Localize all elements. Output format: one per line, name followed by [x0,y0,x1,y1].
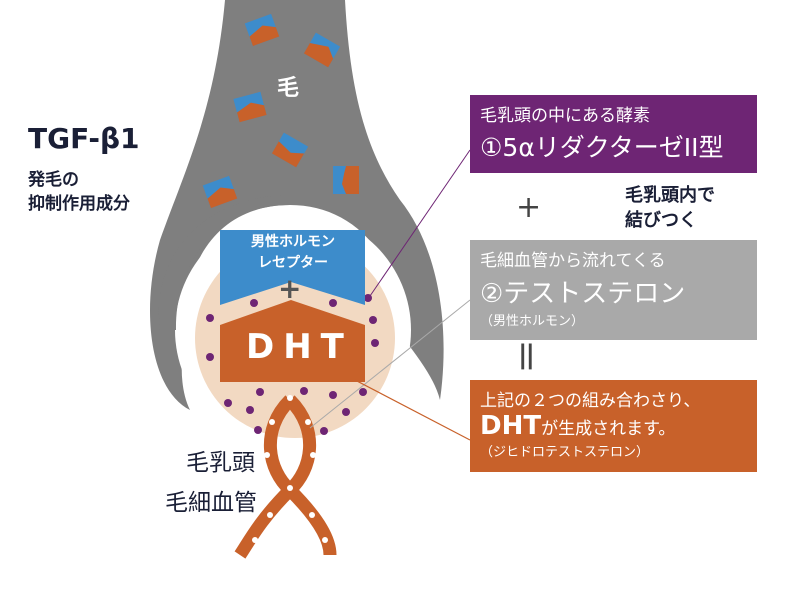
dht-shape [220,300,365,382]
enzyme-box-line2: ①5αリダクターゼII型 [480,133,724,162]
dht-box-line1: 上記の２つの組み合わさり、 [480,391,701,411]
papilla-label: 毛乳頭 [186,450,255,476]
papilla-capillary-labels: 毛乳頭 毛細血管 [165,443,257,523]
enzyme-dots [206,294,379,435]
dht-box-line2: DHTが生成されます。 [480,411,747,441]
bind-note: 毛乳頭内で 結びつく [625,183,715,233]
hair-label: 毛 [277,76,300,101]
equals-sign: || [518,340,535,370]
tgf-line2: 抑制作用成分 [28,194,130,214]
receptor-shape [220,230,365,305]
enzyme-connector [369,149,471,297]
dht-box-line2-rest: が生成されます。 [541,419,676,439]
testosterone-box-line2: ②テストステロン [480,279,686,309]
enzyme-box: 毛乳頭の中にある酵素 ①5αリダクターゼII型 [470,95,757,173]
receptor-plus: + [278,272,302,305]
follicle-edge [158,195,290,330]
capillary-label: 毛細血管 [165,490,257,516]
bind-note-line1: 毛乳頭内で [625,185,715,206]
receptor-label-line2: レセプター [258,255,328,271]
hair-follicle-shape [150,0,444,410]
plus-sign: + [516,190,542,225]
hair-fragment-icons [202,13,359,209]
receptor-label-line1: 男性ホルモン [251,234,335,250]
testosterone-box-line1: 毛細血管から流れてくる [480,251,666,271]
dht-box-strong: DHT [480,411,542,441]
bind-note-line2: 結びつく [625,210,697,231]
testosterone-box: 毛細血管から流れてくる ②テストステロン （男性ホルモン） [470,240,757,340]
receptor-label: 男性ホルモン レセプター [248,232,338,274]
enzyme-box-line1: 毛乳頭の中にある酵素 [480,106,650,126]
capillary-dots [252,395,328,543]
tgf-description: 発毛の 抑制作用成分 [28,168,130,216]
dht-box: 上記の２つの組み合わさり、 DHTが生成されます。 （ジヒドロテストステロン） [470,380,757,472]
testosterone-connector [309,299,471,429]
tgf-title: TGF-β1 [28,122,140,155]
dht-box-line3: （ジヒドロテストステロン） [480,445,650,460]
tgf-line1: 発毛の [28,170,79,190]
dht-connector [354,379,471,441]
dht-label: DHT [246,327,353,367]
testosterone-box-line3: （男性ホルモン） [480,314,585,329]
